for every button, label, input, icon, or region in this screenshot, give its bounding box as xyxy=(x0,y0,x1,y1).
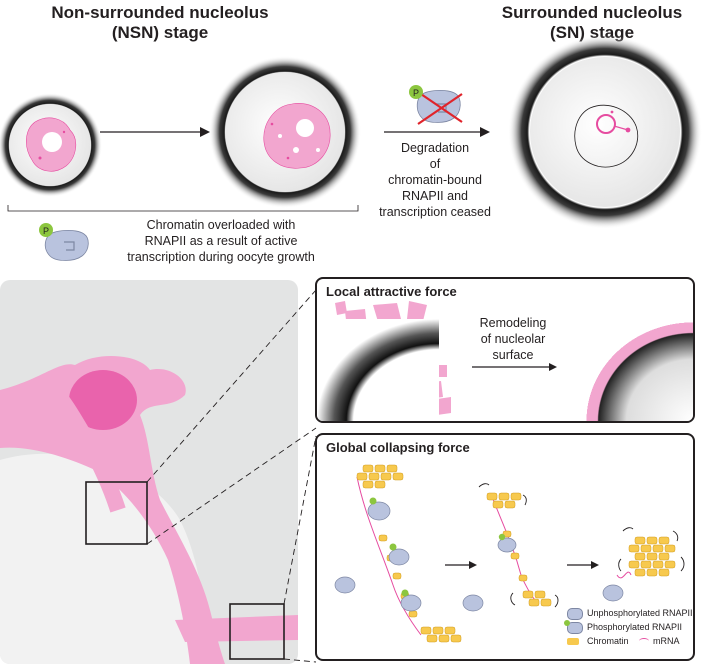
zoom-line-global-bottom xyxy=(283,658,317,663)
phospho-badge-top: P xyxy=(409,85,423,99)
local-force-illustration xyxy=(317,301,693,421)
local-force-box: Local attractive force xyxy=(315,277,695,423)
chromatin-stage-3 xyxy=(602,527,685,602)
nsn-large-nucleus xyxy=(209,56,361,208)
nucleolus-region xyxy=(0,355,225,664)
zoom-box-local xyxy=(85,481,148,545)
degradation-line4: RNAPII and xyxy=(401,189,468,203)
local-force-title: Local attractive force xyxy=(326,284,457,299)
remodel-caption: Remodeling of nucleolar surface xyxy=(467,315,559,363)
degradation-caption: Degradation of chromatin-bound RNAPII an… xyxy=(370,140,500,220)
legend-chromatin-label: Chromatin xyxy=(587,636,629,646)
legend-phos-dot xyxy=(564,620,570,626)
overload-line3: transcription during oocyte growth xyxy=(127,250,315,264)
nsn-title: Non-surrounded nucleolus (NSN) stage xyxy=(40,3,280,43)
nsn-title-line1: Non-surrounded nucleolus xyxy=(51,3,269,22)
nucleolus-core xyxy=(69,370,137,430)
overload-line2: RNAPII as a result of active xyxy=(144,234,298,248)
overloaded-rnapii-icon xyxy=(44,230,89,261)
zoom-line-local-bottom xyxy=(146,427,317,545)
legend-unphos-icon xyxy=(567,608,583,620)
arrow-head-sn xyxy=(480,127,490,137)
legend-unphos-label: Unphosphorylated RNAPII xyxy=(587,608,693,618)
zoom-line-global-top xyxy=(283,435,317,605)
zoom-box-global xyxy=(229,603,285,660)
phospho-label-bottom: P xyxy=(43,226,49,236)
nucleus-zoom-panel xyxy=(0,280,317,664)
chromatin-stage-1 xyxy=(334,464,462,643)
degradation-line5: transcription ceased xyxy=(379,205,491,219)
remodel-arrow-head xyxy=(549,363,557,371)
global-force-title: Global collapsing force xyxy=(326,440,470,455)
collapse-arrow-2-head xyxy=(591,561,599,569)
phospho-label-top: P xyxy=(413,88,419,98)
sn-nucleus xyxy=(508,35,702,229)
legend-phos-icon xyxy=(567,622,583,634)
nsn-bracket xyxy=(7,205,359,212)
remodel-line3: surface xyxy=(492,348,534,362)
overload-line1: Chromatin overloaded with xyxy=(146,218,296,232)
degraded-rnapii-icon xyxy=(416,90,463,125)
arrow-head-nsn xyxy=(200,127,210,137)
legend-mrna-icon xyxy=(639,638,649,644)
phospho-badge-bottom: P xyxy=(39,223,53,237)
legend-phos: Phosphorylated RNAPII xyxy=(564,620,693,635)
degradation-line3: chromatin-bound xyxy=(388,173,482,187)
top-diagram: P P xyxy=(0,35,702,261)
remodel-line1: Remodeling xyxy=(479,316,547,330)
zoom-line-local-top xyxy=(146,289,317,483)
collapse-arrow-1-head xyxy=(469,561,477,569)
legend-chromatin-mrna: Chromatin mRNA xyxy=(567,635,693,649)
sn-title-line1: Surrounded nucleolus xyxy=(501,3,683,22)
legend-mrna-label: mRNA xyxy=(653,636,680,646)
global-force-illustration xyxy=(334,464,685,643)
degradation-line1: Degradation xyxy=(400,141,470,155)
legend-phos-label: Phosphorylated RNAPII xyxy=(587,622,683,632)
degradation-line2: of xyxy=(429,157,441,171)
nsn-small-nucleus xyxy=(0,93,102,197)
legend-unphos: Unphosphorylated RNAPII xyxy=(567,607,693,621)
legend-chromatin-icon xyxy=(567,638,579,645)
nsn-title-line2: (NSN) stage xyxy=(111,23,209,42)
legend: Unphosphorylated RNAPII Phosphorylated R… xyxy=(564,607,693,649)
chromatin-stage-2 xyxy=(462,483,559,612)
remodel-line2: of nucleolar xyxy=(480,332,546,346)
global-force-box: Global collapsing force xyxy=(315,433,695,661)
overload-caption: Chromatin overloaded with RNAPII as a re… xyxy=(96,217,346,265)
